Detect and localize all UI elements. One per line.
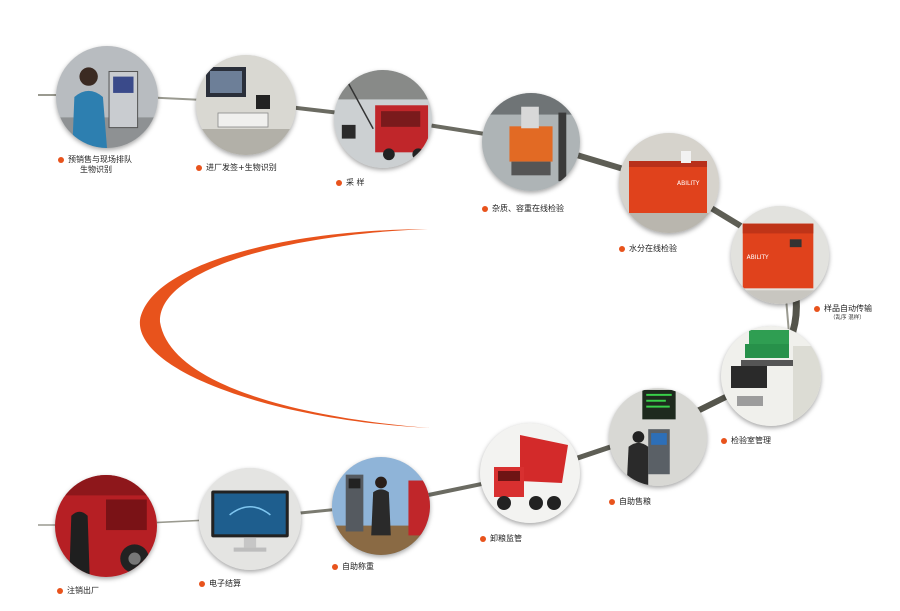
step-label-unload: 卸粮监管 (480, 534, 522, 544)
step-label-entry: 进厂发签+生物识别 (196, 163, 277, 173)
dump-truck-photo (480, 423, 580, 523)
lab-crates-photo (721, 326, 821, 426)
step-label-settle: 电子结算 (199, 579, 241, 589)
bullet-icon (814, 305, 820, 312)
bullet-icon (196, 164, 202, 171)
bullet-icon (482, 205, 488, 212)
bullet-icon (332, 563, 338, 570)
bullet-icon (57, 587, 63, 594)
orange-crescent (139, 229, 430, 428)
bullet-icon (199, 580, 205, 587)
bullet-icon (336, 179, 342, 186)
bullet-icon (609, 498, 615, 505)
red-truck-exit-photo (55, 475, 157, 577)
step-label-exit: 注销出厂 (57, 586, 99, 596)
bullet-icon (619, 245, 625, 252)
bullet-icon (480, 535, 486, 542)
queue-kiosk-photo (56, 46, 158, 148)
monitor-photo (199, 468, 301, 570)
sample-transfer-machine-photo: ABILITY (731, 206, 829, 304)
weighing-kiosk-photo (332, 457, 430, 555)
step-label-sampling: 采 样 (336, 178, 365, 188)
computer-desk-photo (196, 55, 296, 155)
self-service-terminal-photo (609, 388, 707, 486)
step-label-impurity: 杂质、容重在线检验 (482, 204, 564, 214)
svg-text:ABILITY: ABILITY (747, 255, 769, 261)
bullet-icon (721, 437, 727, 444)
step-label-sell: 自助售粮 (609, 497, 651, 507)
step-label-lab: 检验室管理 (721, 436, 771, 446)
svg-text:ABILITY: ABILITY (677, 180, 700, 187)
step-label-moisture: 水分在线检验 (619, 244, 677, 254)
impurity-machine-photo (482, 93, 580, 191)
step-label-weigh: 自助称重 (332, 562, 374, 572)
moisture-machine-photo: ABILITY (619, 133, 719, 233)
step-label-queue: 预销售与现场排队生物识别 (58, 155, 132, 175)
step-label-transfer: 样品自动传输（乱序 混样） (814, 304, 872, 322)
bullet-icon (58, 156, 64, 163)
truck-sampling-photo (334, 70, 432, 168)
